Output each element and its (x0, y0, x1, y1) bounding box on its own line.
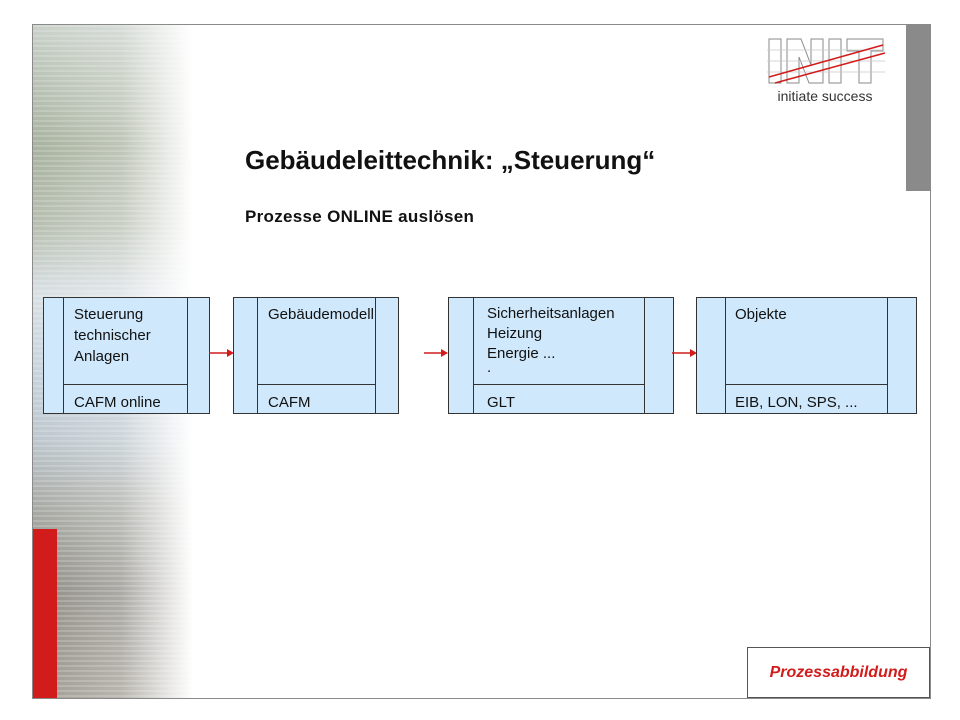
process-box-lower-text: EIB, LON, SPS, ... (735, 394, 858, 411)
arrow-right-icon (209, 349, 234, 357)
slide-canvas: initiate success Gebäudeleittechnik: „St… (32, 24, 931, 699)
process-box-lower-text: CAFM (268, 394, 311, 411)
process-box-upper-text: Gebäudemodell (268, 306, 374, 323)
arrow-right-icon (424, 349, 448, 357)
footer-tag-label: Prozessabbildung (769, 663, 908, 681)
footer-tag: Prozessabbildung (747, 647, 930, 698)
process-box-upper-text: Steuerung technischer Anlagen (74, 306, 151, 365)
process-box-sicherheitsanlagen: Sicherheitsanlagen Heizung Energie ... .… (448, 297, 674, 414)
process-box-upper-text: Objekte (735, 306, 787, 323)
page-title: Gebäudeleittechnik: „Steuerung“ (245, 145, 656, 175)
process-box-objekte: Objekte EIB, LON, SPS, ... (696, 297, 917, 414)
logo-tagline: initiate success (777, 88, 873, 104)
page-subtitle: Prozesse ONLINE auslösen (245, 207, 475, 226)
arrow-right-icon (672, 349, 697, 357)
process-box-gebaeudemodell: Gebäudemodell CAFM (233, 297, 399, 414)
process-box-lower-text: CAFM online (74, 394, 161, 411)
gray-accent-bar (906, 25, 930, 191)
red-accent-bar (33, 529, 57, 698)
process-box-upper-text: Sicherheitsanlagen Heizung Energie ... . (487, 305, 615, 376)
init-logo (767, 38, 886, 84)
process-box-lower-text: GLT (487, 394, 516, 411)
process-box-steuerung: Steuerung technischer Anlagen CAFM onlin… (43, 297, 210, 414)
